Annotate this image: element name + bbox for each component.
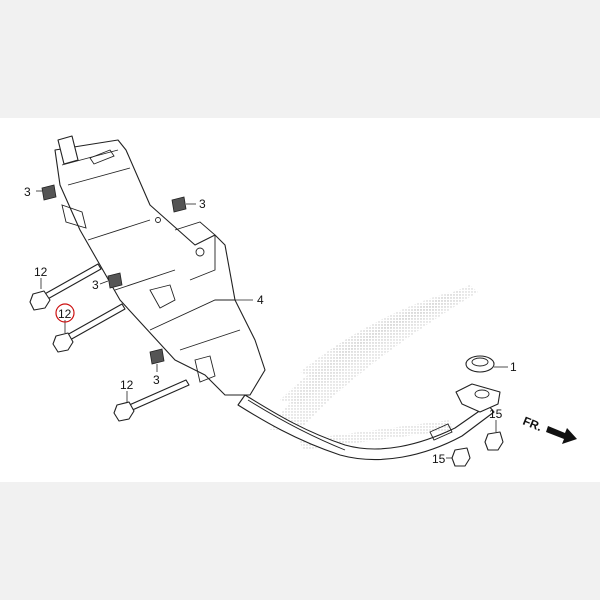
bolt-part-12[interactable] <box>29 263 190 422</box>
callout-3: 3 <box>24 185 31 199</box>
callout-3: 3 <box>92 278 99 292</box>
callout-4: 4 <box>257 293 264 307</box>
callout-12-highlighted: 12 <box>58 307 72 321</box>
front-direction-indicator: FR. <box>521 414 577 444</box>
muffler-part-4[interactable] <box>54 135 266 396</box>
callout-12: 12 <box>34 265 48 279</box>
nut-part-15[interactable] <box>446 420 504 467</box>
callout-3: 3 <box>153 373 160 387</box>
honda-wing-watermark <box>270 285 478 450</box>
direction-label: FR. <box>521 414 544 434</box>
highlight-circle <box>55 303 75 323</box>
front-arrow-icon <box>546 426 577 444</box>
gasket-part-1[interactable] <box>465 355 508 373</box>
rubber-mount-part-3[interactable] <box>36 184 196 372</box>
callout-12: 12 <box>120 378 134 392</box>
callout-15: 15 <box>489 407 503 421</box>
callout-15: 15 <box>432 452 446 466</box>
callout-3: 3 <box>199 197 206 211</box>
callout-1: 1 <box>510 360 517 374</box>
exhaust-pipe[interactable] <box>237 383 501 461</box>
